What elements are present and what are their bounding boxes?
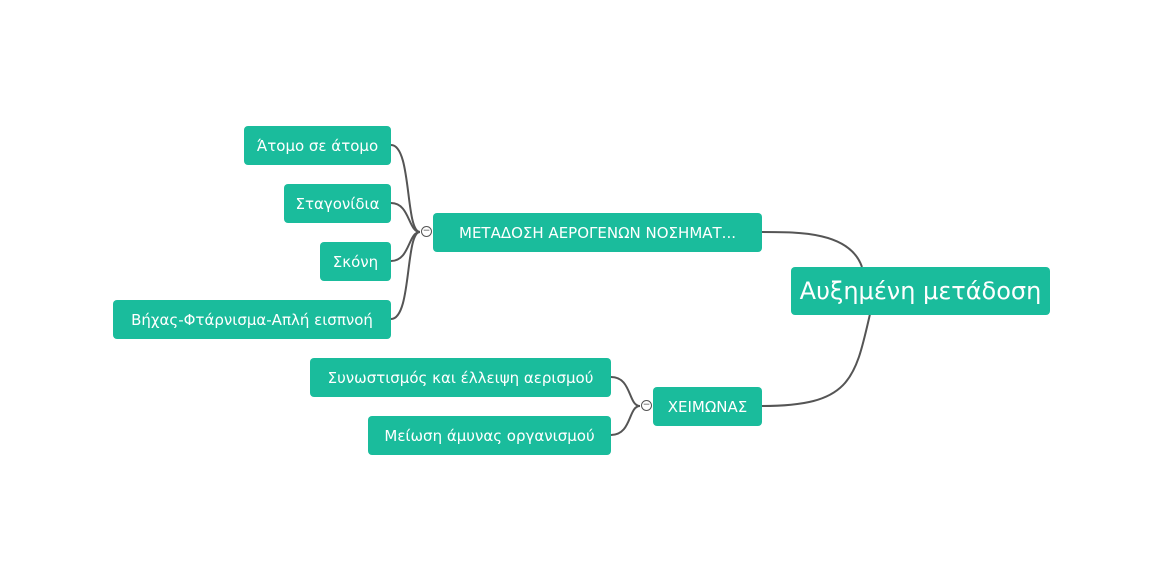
connector-root-branch1 bbox=[761, 231, 863, 268]
branch-node-winter[interactable]: ΧΕΙΜΩΝΑΣ bbox=[653, 387, 762, 426]
connector-leaf-2 bbox=[390, 202, 421, 233]
leaf-node[interactable]: Άτομο σε άτομο bbox=[244, 126, 391, 165]
leaf-node[interactable]: Συνωστισμός και έλλειψη αερισμού bbox=[310, 358, 611, 397]
leaf-node[interactable]: Μείωση άμυνας οργανισμού bbox=[368, 416, 611, 455]
leaf-node[interactable]: Σταγονίδια bbox=[284, 184, 391, 223]
root-node[interactable]: Αυξημένη μετάδοση bbox=[791, 267, 1050, 315]
connector-leaf-5 bbox=[610, 376, 641, 407]
connector-leaf-1 bbox=[390, 144, 421, 233]
branch-node-airborne-transmission[interactable]: ΜΕΤΑΔΟΣΗ ΑΕΡΟΓΕΝΩΝ ΝΟΣΗΜΑΤ... bbox=[433, 213, 762, 252]
collapse-icon[interactable]: − bbox=[641, 400, 652, 411]
leaf-node[interactable]: Βήχας-Φτάρνισμα-Απλή εισπνοή bbox=[113, 300, 391, 339]
collapse-icon[interactable]: − bbox=[421, 226, 432, 237]
connector-root-branch2 bbox=[761, 313, 871, 407]
connector-leaf-6 bbox=[610, 405, 641, 436]
leaf-node[interactable]: Σκόνη bbox=[320, 242, 391, 281]
connector-leaf-4 bbox=[390, 231, 421, 320]
